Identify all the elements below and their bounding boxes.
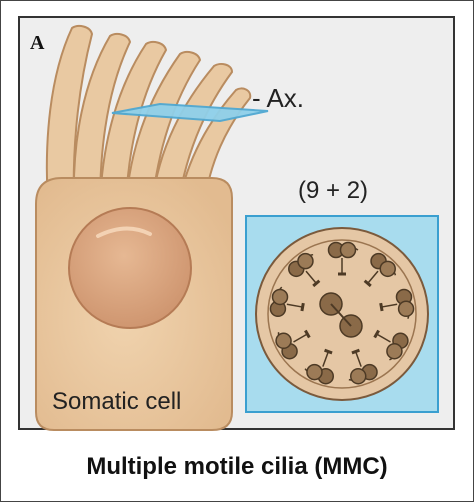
outer-doublets	[269, 241, 415, 385]
outer-doublet	[288, 252, 321, 288]
somatic-cell-label: Somatic cell	[52, 388, 182, 415]
cilium-1	[45, 25, 94, 206]
panel-letter: A	[30, 32, 45, 54]
outer-doublet	[373, 329, 409, 361]
figure-caption: Multiple motile cilia (MMC)	[86, 453, 388, 480]
cilium-5	[150, 63, 234, 206]
cilium-4	[124, 51, 202, 206]
outer-doublet	[275, 329, 311, 360]
axoneme-cross-section-inset	[245, 215, 439, 413]
cilium-2	[72, 33, 132, 206]
cilium-3	[98, 41, 168, 206]
outer-doublet	[363, 252, 397, 288]
outer-doublet	[327, 241, 359, 276]
outer-doublet	[304, 348, 334, 385]
central-pair	[319, 292, 363, 338]
axoneme-label: - Ax.	[252, 83, 305, 113]
nucleus	[68, 207, 192, 329]
microtubule-ratio-label: (9 + 2)	[298, 177, 369, 204]
section-plane	[111, 102, 269, 123]
outer-doublet	[379, 288, 415, 319]
outer-doublet	[269, 286, 305, 318]
outer-doublet	[348, 348, 378, 385]
